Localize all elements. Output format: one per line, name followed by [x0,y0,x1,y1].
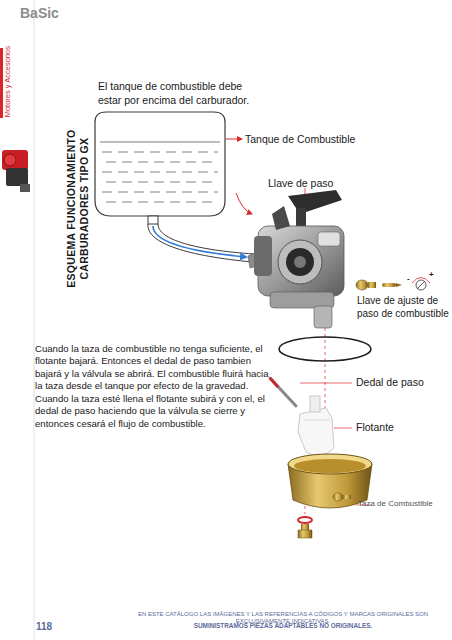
sign-minus: - [407,274,410,284]
adjust-screw [356,278,430,291]
note-text: El tanque de combustible debe estar por … [98,80,258,107]
part-label: Tanque de Combustible [245,133,355,146]
fuel-tank [95,112,225,224]
bowl-bolt [298,517,312,538]
leader-line [300,383,352,384]
leader-line [334,428,352,429]
float-needle [270,378,296,406]
section-tab: Motores y Accesorios [3,34,12,130]
part-label: Llave de ajuste de paso de combustible [357,294,452,320]
o-ring [279,337,371,361]
part-label: Taza de Combustible [358,499,433,509]
footer-note: SUMINISTRAMOS PIEZAS ADAPTABLES NO ORIGI… [118,622,448,629]
engine-thumbnail [2,150,30,192]
part-label: Flotante [356,421,394,434]
float [298,396,334,456]
carburetor-body [248,190,344,328]
drain-screw [333,493,351,501]
body-text: Cuando la taza de combustible no tenga s… [35,343,275,430]
side-tab [0,48,3,118]
leader-line [226,139,242,140]
sign-plus: + [429,270,434,280]
column-rule [34,0,35,640]
brand-logo: BaSic [20,5,59,23]
fuel-hose [148,224,254,262]
part-label: Llave de paso [268,177,333,190]
rotation-arrow [236,193,252,214]
part-label: Dedal de paso [356,376,424,389]
page-number: 118 [36,621,52,634]
diagram-title: ESQUEMA FUNCIONAMIENTO CARBURADORES TIPO… [65,119,90,299]
